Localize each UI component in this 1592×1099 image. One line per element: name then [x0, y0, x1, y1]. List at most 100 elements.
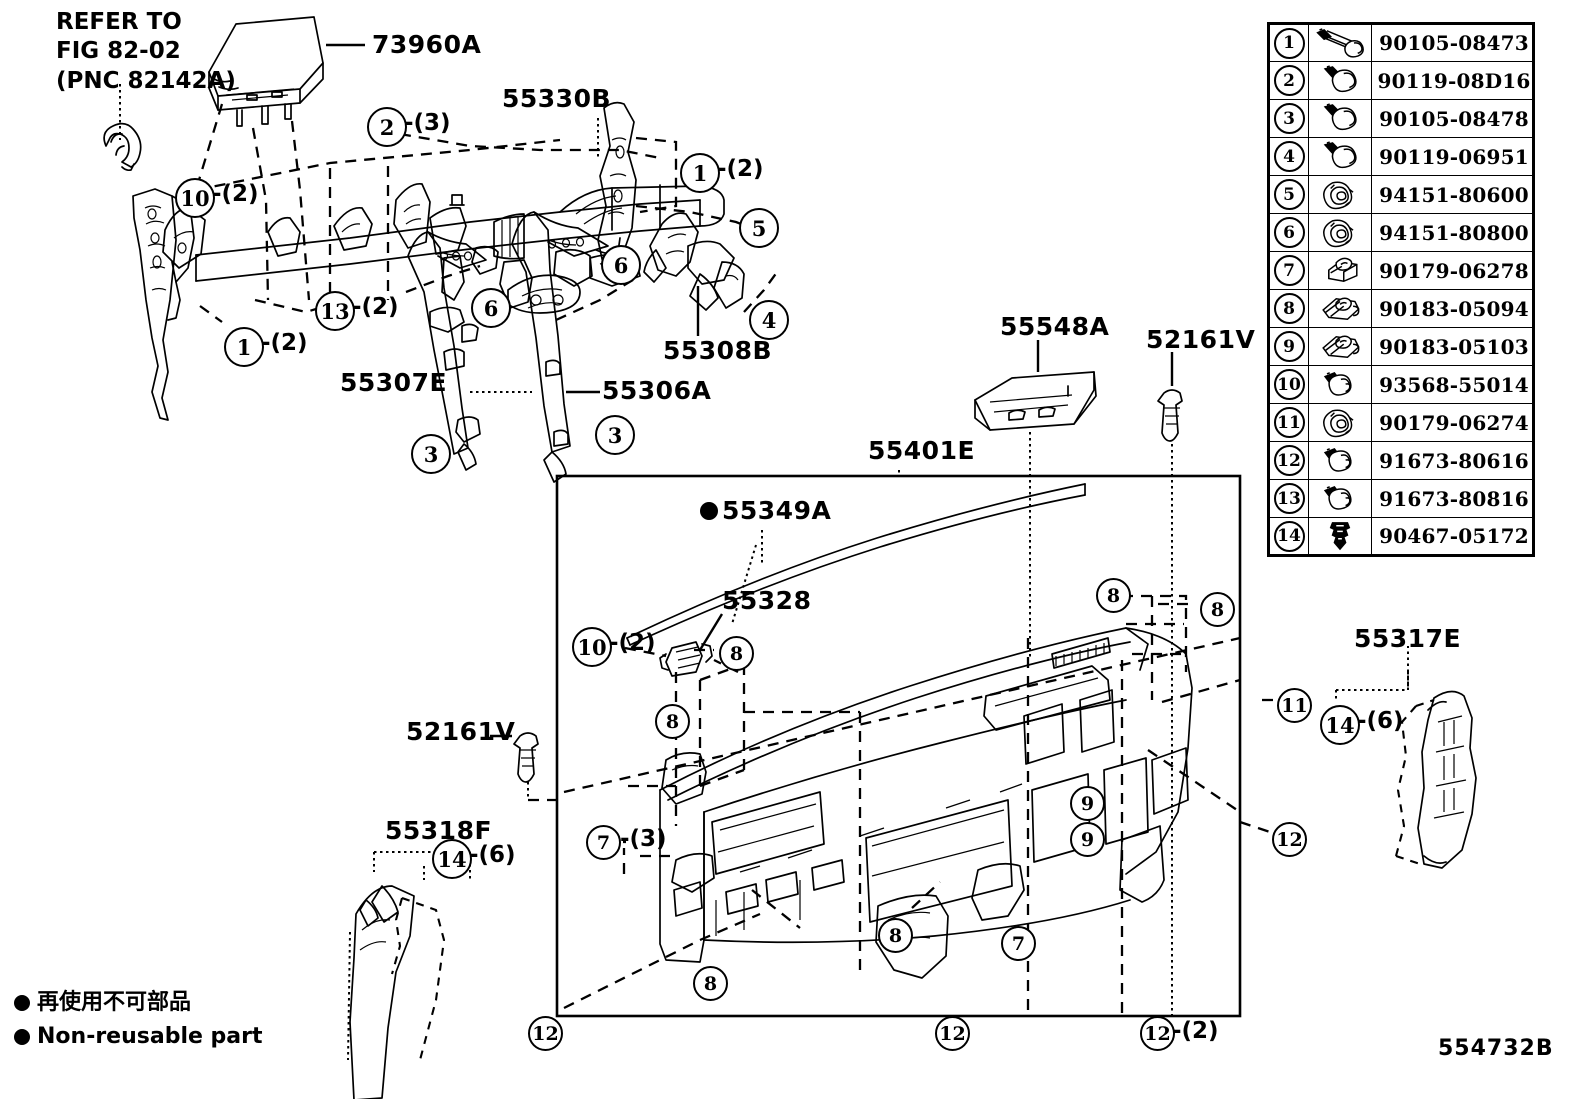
part-label-55548A: 55548A — [1000, 312, 1110, 341]
callout-1-right[interactable]: 1 — [680, 153, 720, 193]
non-reusable-dot-55349A — [700, 502, 718, 520]
part-index-cell: 7 — [1268, 251, 1309, 290]
left-end-bracket — [132, 188, 195, 421]
part-label-55308B: 55308B — [663, 336, 773, 365]
part-icon-cell — [1308, 365, 1372, 404]
screw-icon — [1312, 483, 1368, 515]
part-label-55401E: 55401E — [868, 436, 976, 465]
legend: 再使用不可部品 Non-reusable part — [14, 986, 263, 1054]
table-row: 14 90467-05172 — [1268, 517, 1534, 556]
part-number-cell: 90179-06274 — [1371, 403, 1534, 442]
part-index-badge: 7 — [1273, 255, 1305, 286]
clip-55328 — [659, 641, 713, 677]
callout-8-e[interactable]: 8 — [878, 918, 913, 953]
part-icon-cell — [1308, 517, 1372, 556]
flange-nut-icon — [1312, 407, 1368, 439]
part-index-cell: 9 — [1268, 327, 1309, 366]
callout-6-mid[interactable]: 6 — [471, 288, 511, 328]
callout-5[interactable]: 5 — [739, 208, 779, 248]
part-number-cell: 91673-80816 — [1371, 479, 1534, 518]
part-index-cell: 10 — [1268, 365, 1309, 404]
part-number-cell: 90119-08D16 — [1371, 61, 1534, 100]
callout-14-left[interactable]: 14 — [432, 839, 472, 879]
part-label-55317E: 55317E — [1354, 624, 1462, 653]
part-label-55349A: 55349A — [722, 496, 832, 525]
clip-nut-icon — [1312, 255, 1368, 287]
tray-55548A — [974, 371, 1097, 431]
flange-bolt-icon — [1312, 103, 1368, 135]
part-label-55318F: 55318F — [385, 816, 493, 845]
table-row: 7 90179-06278 — [1268, 251, 1534, 290]
callout-7-left[interactable]: 7 — [586, 825, 621, 860]
callout-6-upper[interactable]: 6 — [601, 245, 641, 285]
callout-7-bottom[interactable]: 7 — [1001, 926, 1036, 961]
callout-9-a[interactable]: 9 — [1070, 786, 1105, 821]
callout-10-panel-qty: -(2) — [609, 630, 656, 656]
part-index-cell: 5 — [1268, 175, 1309, 214]
flange-bolt-icon — [1312, 65, 1368, 97]
part-index-badge: 10 — [1273, 369, 1305, 400]
part-index-cell: 11 — [1268, 403, 1309, 442]
part-index-badge: 14 — [1273, 520, 1305, 552]
part-icon-cell — [1308, 479, 1372, 518]
callout-10-panel[interactable]: 10 — [572, 627, 612, 667]
callout-3-left[interactable]: 3 — [411, 434, 451, 474]
callout-12-br[interactable]: 12 — [1140, 1016, 1175, 1051]
callout-12-bl[interactable]: 12 — [528, 1016, 563, 1051]
callout-10-top[interactable]: 10 — [175, 178, 215, 218]
part-index-badge: 13 — [1273, 483, 1305, 514]
refer-part-sketch — [103, 122, 142, 172]
part-index-badge: 2 — [1273, 65, 1305, 96]
callout-3-right[interactable]: 3 — [595, 415, 635, 455]
part-number-cell: 90467-05172 — [1371, 517, 1534, 556]
part-number-cell: 94151-80800 — [1371, 213, 1534, 252]
part-icon-cell — [1308, 213, 1372, 252]
part-index-cell: 2 — [1268, 61, 1309, 100]
callout-8-f[interactable]: 8 — [693, 966, 728, 1001]
callout-14-right[interactable]: 14 — [1320, 705, 1360, 745]
part-icon-cell — [1308, 23, 1372, 62]
airbag-module-73960A — [208, 16, 324, 127]
flange-nut-icon — [1312, 217, 1368, 249]
callout-9-b[interactable]: 9 — [1070, 822, 1105, 857]
part-index-badge: 8 — [1273, 293, 1305, 324]
part-number-cell: 91673-80616 — [1371, 441, 1534, 480]
callout-8-a[interactable]: 8 — [719, 636, 754, 671]
refer-to-note: REFER TO FIG 82-02 (PNC 82142A) — [56, 9, 236, 94]
part-icon-cell — [1308, 99, 1372, 138]
part-number-cell: 90179-06278 — [1371, 251, 1534, 290]
part-index-badge: 11 — [1273, 407, 1305, 438]
part-label-55328: 55328 — [722, 586, 812, 615]
callout-4[interactable]: 4 — [749, 300, 789, 340]
part-icon-cell — [1308, 403, 1372, 442]
part-number-cell: 90119-06951 — [1371, 137, 1534, 176]
u-clip-nut-icon — [1312, 331, 1368, 363]
callout-2-top[interactable]: 2 — [367, 107, 407, 147]
part-label-55306A: 55306A — [602, 376, 712, 405]
callout-11[interactable]: 11 — [1277, 688, 1312, 723]
u-clip-nut-icon — [1312, 293, 1368, 325]
part-icon-cell — [1308, 251, 1372, 290]
callout-8-b[interactable]: 8 — [655, 704, 690, 739]
callout-12-bm[interactable]: 12 — [935, 1016, 970, 1051]
part-index-cell: 6 — [1268, 213, 1309, 252]
part-icon-cell — [1308, 289, 1372, 328]
panel-boundary-box — [555, 474, 1242, 1018]
callout-12-right[interactable]: 12 — [1272, 822, 1307, 857]
callout-8-d[interactable]: 8 — [1200, 592, 1235, 627]
callout-8-c[interactable]: 8 — [1096, 578, 1131, 613]
callout-1-left-qty: -(2) — [261, 330, 308, 356]
callout-14-left-qty: -(6) — [469, 842, 516, 868]
callout-13[interactable]: 13 — [315, 291, 355, 331]
bracket-55308B — [643, 212, 745, 311]
callout-1-left[interactable]: 1 — [224, 327, 264, 367]
part-index-cell: 1 — [1268, 23, 1309, 62]
part-index-cell: 3 — [1268, 99, 1309, 138]
